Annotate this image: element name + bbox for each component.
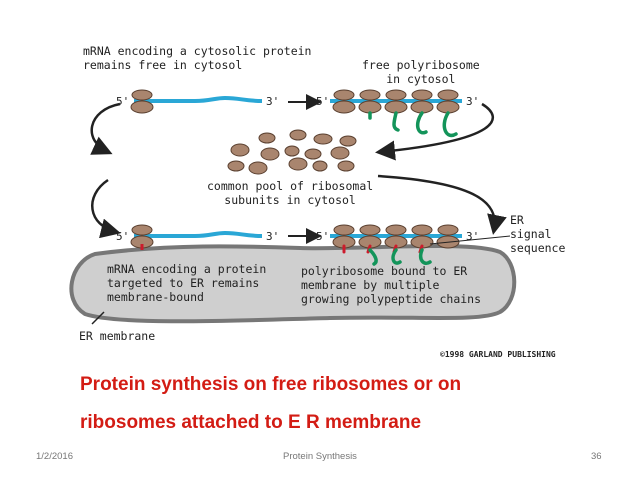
caption-line1: Protein synthesis on free ribosomes or o…	[80, 374, 462, 395]
three-prime-top-right: 3'	[466, 95, 479, 108]
er-signal-pointer	[429, 235, 511, 245]
five-prime-bottom-right: 5'	[316, 230, 329, 243]
five-prime-bottom-left: 5'	[116, 230, 129, 243]
er-mrna-label-line3: membrane-bound	[107, 290, 204, 304]
copyright-label: ©1998 GARLAND PUBLISHING	[440, 350, 556, 359]
free-polyribosome-label-line1: free polyribosome	[362, 58, 480, 72]
bound-polyribosome-label-line2: membrane by multiple	[301, 278, 440, 292]
arrow-left-bottom	[91, 178, 121, 239]
er-membrane-pointer	[91, 311, 105, 325]
footer-page-number: 36	[591, 451, 602, 462]
er-membrane-label: ER membrane	[79, 329, 156, 343]
ribosomal-pool-label: common pool of ribosomal subunits in cyt…	[207, 179, 373, 207]
er-signal-label-line2: signal	[510, 227, 552, 241]
er-mrna-label-line2: targeted to ER remains	[107, 276, 260, 290]
ribosomal-pool-label-line1: common pool of ribosomal	[207, 179, 374, 193]
ribosome-top-left	[130, 89, 154, 114]
bound-polyribosome-label-line3: growing polypeptide chains	[301, 292, 482, 306]
arrow-right-top	[375, 102, 495, 161]
er-signal-label-line3: sequence	[510, 241, 566, 255]
ribosomal-subunit-pool	[227, 129, 357, 175]
footer-date: 1/2/2016	[36, 451, 73, 462]
footer-title: Protein Synthesis	[283, 451, 357, 462]
free-polyribosome	[332, 89, 460, 114]
arrow-left-top	[90, 102, 121, 155]
arrow-right-bottom	[377, 174, 507, 235]
three-prime-bottom-left: 3'	[266, 230, 279, 243]
er-signal-label-line1: ER	[510, 213, 524, 227]
caption-line2: ribosomes attached to E R membrane	[80, 412, 422, 433]
bound-polyribosome-label-line1: polyribosome bound to ER	[301, 264, 468, 278]
bound-polypeptide-chains	[368, 248, 432, 266]
five-prime-top-left: 5'	[116, 95, 129, 108]
cytosolic-mrna-label: mRNA encoding a cytosolic protein remain…	[83, 44, 311, 72]
three-prime-bottom-right: 3'	[466, 230, 479, 243]
cytosolic-mrna-label-line2: remains free in cytosol	[83, 58, 243, 72]
cytosolic-mrna-label-line1: mRNA encoding a cytosolic protein	[83, 44, 312, 58]
er-mrna-label: mRNA encoding a protein targeted to ER r…	[107, 262, 266, 304]
bound-polyribosome-label: polyribosome bound to ER membrane by mul…	[301, 264, 481, 306]
five-prime-top-right: 5'	[316, 95, 329, 108]
mrna-top-left	[134, 95, 263, 103]
free-polyribosome-label: free polyribosome in cytosol	[362, 58, 480, 86]
ribosome-bottom-left	[130, 224, 154, 250]
er-membrane-shape	[69, 243, 517, 324]
three-prime-top-left: 3'	[266, 95, 279, 108]
er-signal-label: ER signal sequence	[510, 213, 565, 255]
mrna-bottom-left	[134, 230, 263, 238]
er-mrna-label-line1: mRNA encoding a protein	[107, 262, 267, 276]
ribosomal-pool-label-line2: subunits in cytosol	[224, 193, 356, 207]
free-polyribosome-label-line2: in cytosol	[386, 72, 456, 86]
free-polypeptide-chains	[368, 111, 458, 138]
